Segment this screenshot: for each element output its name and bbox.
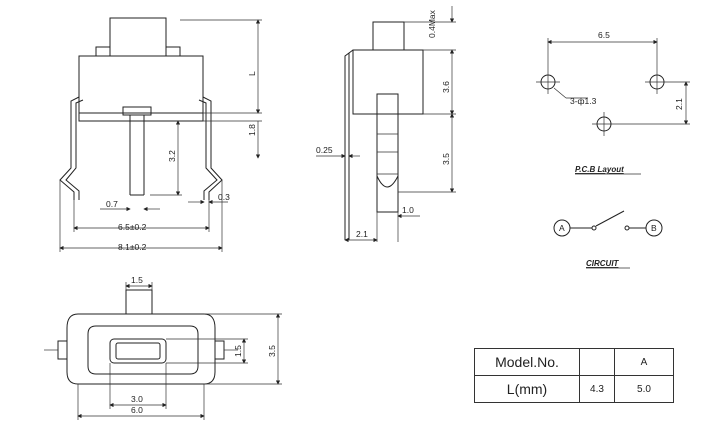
bottom-view: 1.5 1.5 3.5 3.0 6.0 [44, 275, 282, 420]
circuit-terminal-a: A [559, 223, 565, 233]
dim-bottom-15-top: 1.5 [131, 275, 143, 285]
pcb-offset: 2.1 [674, 98, 684, 110]
dim-bottom-60: 6.0 [131, 405, 143, 415]
dim-bottom-30: 3.0 [131, 394, 143, 404]
pcb-title: P.C.B Layout [575, 165, 624, 174]
dim-side-025: 0.25 [316, 145, 333, 155]
table-row-val-1: 4.3 [579, 375, 615, 403]
pcb-layout: 6.5 3-ф1.3 2.1 P.C.B Layout [536, 30, 690, 175]
dim-side-36: 3.6 [441, 81, 451, 93]
dim-bottom-15-side: 1.5 [233, 345, 243, 357]
pcb-spacing: 6.5 [598, 30, 610, 40]
dim-overall-width: 8.1±0.2 [118, 242, 147, 252]
dim-lead-height: 3.2 [167, 150, 177, 162]
table-row: L(mm) 4.3 5.0 [474, 375, 674, 403]
dim-bottom-35: 3.5 [267, 345, 277, 357]
dim-side-10: 1.0 [402, 205, 414, 215]
table-row-val-2: 5.0 [614, 375, 674, 403]
front-view: 6.5±0.2 8.1±0.2 0.7 0.3 3.2 1.8 L [59, 17, 262, 252]
circuit-terminal-b: B [651, 223, 657, 233]
dim-side-21: 2.1 [356, 229, 368, 239]
circuit-title: CIRCUIT [586, 259, 620, 268]
table-row-label: L(mm) [474, 375, 580, 403]
table-header-label: Model.No. [474, 348, 580, 376]
dim-lead-thickness: 0.3 [218, 192, 230, 202]
dim-lead-width: 0.7 [106, 199, 118, 209]
model-table: Model.No. A L(mm) 4.3 5.0 [474, 348, 674, 403]
pcb-hole-label: 3-ф1.3 [570, 96, 597, 106]
dim-body-height: 1.8 [247, 124, 257, 136]
dim-pin-pitch: 6.5±0.2 [118, 222, 147, 232]
table-header-a: A [614, 348, 674, 376]
dim-side-35: 3.5 [441, 153, 451, 165]
table-row: Model.No. A [474, 348, 674, 376]
circuit-diagram: A B CIRCUIT [553, 210, 663, 269]
dim-actuator-max: 0.4Max [427, 9, 437, 38]
table-header-blank [579, 348, 615, 376]
dim-length-L: L [247, 71, 257, 76]
side-view: 0.4Max 3.6 3.5 0.25 1.0 2.1 [316, 6, 456, 243]
